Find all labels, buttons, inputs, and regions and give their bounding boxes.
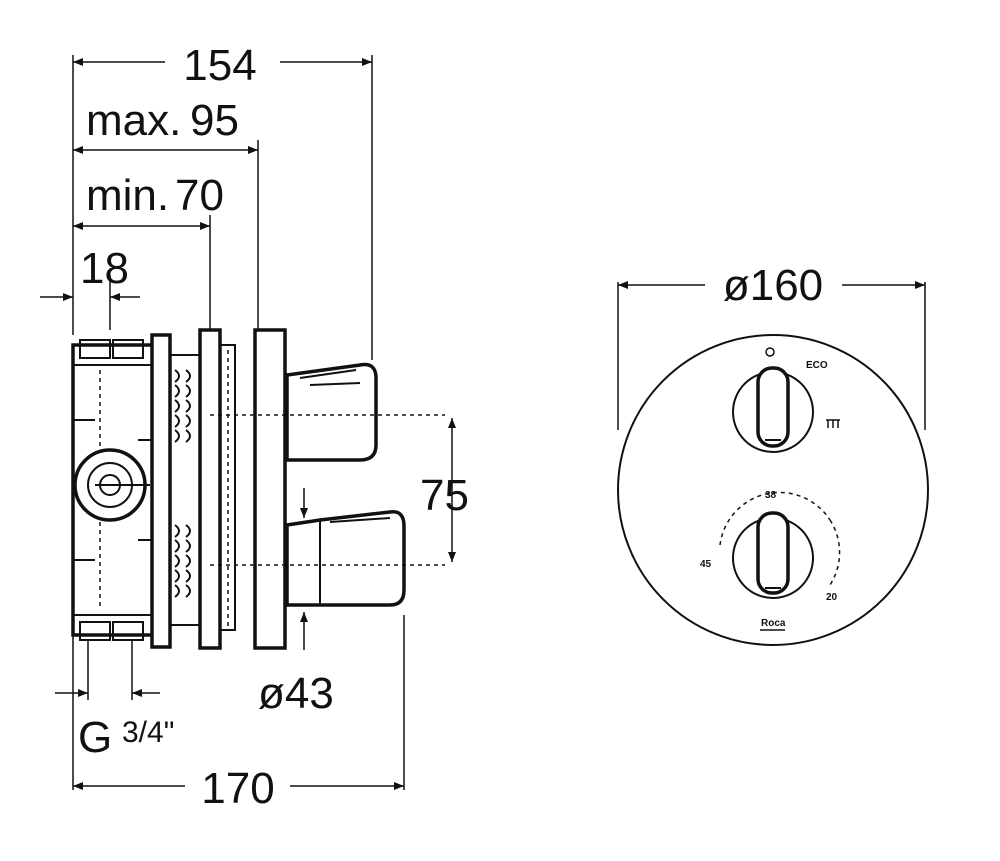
dim-160-label: ø160 [723,261,823,310]
dimension-thread: G 3/4" [55,689,174,762]
dim-154-label: 154 [183,41,256,90]
lower-knob: 38 45 20 Roca [700,490,841,631]
upper-knob: ECO [732,347,840,453]
dim-min-label: min. [86,171,169,220]
thread-fraction-label: 3/4" [122,716,174,749]
dim-43-label: ø43 [258,669,334,718]
dim-75-label: 75 [420,471,469,520]
grip-ribs-lower [174,524,191,598]
lower-handle-side [285,510,406,607]
temp-45-label: 45 [700,559,712,570]
temp-20-label: 20 [826,592,838,603]
thread-g-label: G [78,713,112,762]
dimension-43: ø43 [258,488,334,718]
dimension-max-95: max. 95 [73,96,258,154]
dimension-170: 170 [73,764,404,813]
cover-plate [617,334,929,646]
grip-ribs-upper [174,369,191,443]
upper-handle-side [285,362,378,462]
front-view: ø160 ECO 38 45 20 R [617,261,929,646]
flange-assembly [150,328,287,650]
dim-max-label: max. [86,96,181,145]
dimension-18: 18 [40,244,140,301]
eco-dot-icon [765,347,775,357]
mounting-box [71,339,155,641]
dimension-min-70: min. 70 [73,171,224,230]
dim-max-value: 95 [190,96,239,145]
eco-label: ECO [806,360,828,371]
dim-18-label: 18 [80,244,129,293]
dimension-160: ø160 [618,261,925,310]
dimension-75: 75 [420,418,469,562]
temp-38-label: 38 [765,490,777,501]
dimension-154: 154 [73,41,372,90]
flow-icon [826,419,840,428]
brand-logo: Roca [761,618,786,629]
dim-min-value: 70 [175,171,224,220]
side-view: 154 max. 95 min. 70 18 [40,41,469,813]
dim-170-label: 170 [201,764,274,813]
